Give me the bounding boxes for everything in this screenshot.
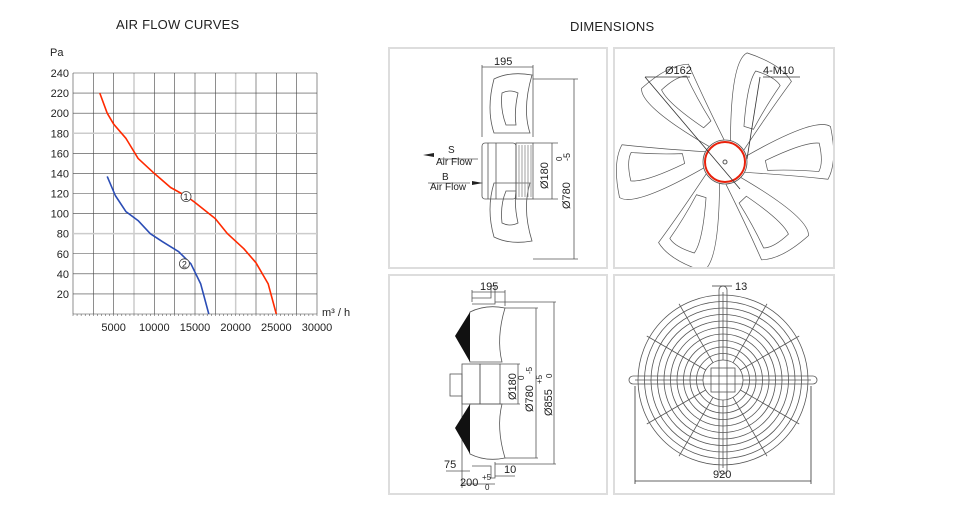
y-tick-label: 60 (57, 249, 69, 261)
x-tick-label: 10000 (139, 322, 170, 334)
hub-dim: Ø162 (665, 65, 692, 77)
width-dim: 195 (480, 281, 498, 293)
series-line-2 (106, 176, 210, 315)
side-guard-panel: 195 Ø180 Ø780 0 -5 Ø855 +5 0 75 10 200 +… (388, 274, 608, 495)
dia-tol-bot: -5 (525, 366, 534, 374)
x-tick-label: 30000 (302, 322, 333, 334)
airflow-title: AIR FLOW CURVES (116, 17, 240, 32)
b-airflow-label: Air Flow (430, 182, 467, 193)
front-view-drawing: Ø162 4-M10 (616, 52, 834, 272)
guard-front-panel: 13 920 (613, 274, 835, 495)
y-tick-label: 100 (51, 209, 69, 221)
b-label: B (442, 172, 449, 183)
width-dim: 195 (494, 56, 512, 68)
y-tick-label: 120 (51, 189, 69, 201)
guard-front-drawing: 13 920 (628, 281, 818, 484)
dim-200-tol-bot: 0 (485, 483, 490, 492)
x-tick-label: 15000 (180, 322, 211, 334)
dim-75: 75 (444, 459, 456, 471)
s-label: S (448, 145, 455, 156)
y-tick-label: 160 (51, 148, 69, 160)
x-tick-label: 5000 (101, 322, 125, 334)
guard-dia-dim: 920 (713, 469, 731, 481)
guard-tol-top: +5 (535, 374, 544, 384)
dia-tol-top: 0 (517, 375, 526, 380)
side-guard-drawing: 195 Ø180 Ø780 0 -5 Ø855 +5 0 75 10 200 +… (444, 281, 556, 492)
y-tick-label: 20 (57, 289, 69, 301)
x-axis-label: m³ / h (322, 307, 350, 319)
side-view-panel: 195 S Air Flow B Air Flow Ø180 Ø780 0 -5 (388, 47, 608, 269)
bar-width-dim: 13 (735, 281, 747, 293)
curve-marker-label: 2 (182, 259, 187, 269)
y-tick-label: 240 (51, 68, 69, 80)
x-tick-label: 20000 (220, 322, 251, 334)
dim-200: 200 (460, 477, 478, 489)
dim-10: 10 (504, 464, 516, 476)
y-axis-label: Pa (50, 47, 64, 59)
dia-tol-bot: -5 (562, 153, 572, 161)
series-line-1 (99, 92, 278, 315)
guard-tol-bot: 0 (545, 373, 554, 378)
dimensions-title: DIMENSIONS (570, 19, 655, 34)
curve-marker (179, 258, 190, 270)
hub-circle (704, 141, 746, 183)
curve-marker-label: 1 (184, 192, 189, 202)
curve-marker (180, 191, 192, 202)
bolts-dim: 4-M10 (763, 65, 794, 77)
x-tick-label: 25000 (261, 322, 292, 334)
s-airflow-label: Air Flow (436, 157, 473, 168)
hub-dim: Ø180 (539, 162, 551, 189)
dim-200-tol-top: +5 (482, 473, 492, 482)
dia-tol-top: 0 (555, 156, 564, 161)
y-tick-label: 200 (51, 108, 69, 120)
y-tick-label: 220 (51, 88, 69, 100)
dia-dim: Ø780 (561, 182, 573, 209)
front-view-panel: Ø162 4-M10 (613, 47, 835, 272)
y-tick-label: 80 (57, 229, 69, 241)
hub-dim: Ø180 (507, 373, 519, 400)
y-tick-label: 180 (51, 128, 69, 140)
dia-dim: Ø780 (524, 385, 536, 412)
y-tick-label: 40 (57, 269, 69, 281)
airflow-chart: 5000 10000 15000 20000 25000 30000 20 40 60 80 100… (50, 47, 350, 334)
side-view-drawing: 195 S Air Flow B Air Flow Ø180 Ø780 0 -5 (423, 56, 578, 260)
guard-dim: Ø855 (543, 389, 555, 416)
y-tick-label: 140 (51, 168, 69, 180)
